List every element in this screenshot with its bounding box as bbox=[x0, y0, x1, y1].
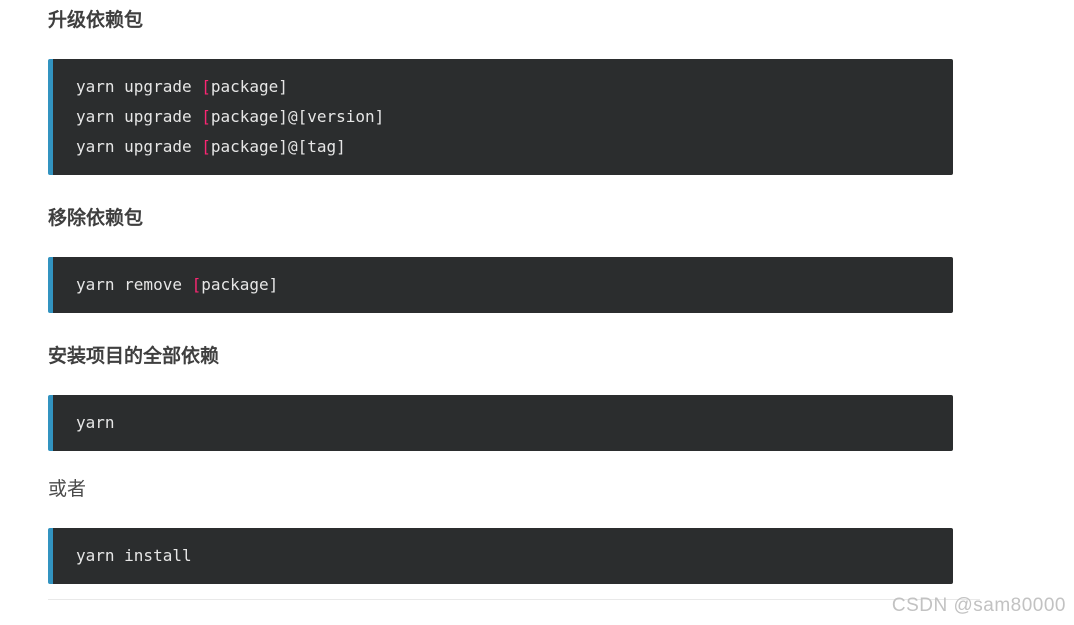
csdn-watermark: CSDN @sam80000 bbox=[891, 595, 1066, 616]
code-line: yarn upgrade [package]@[tag] bbox=[76, 132, 937, 162]
code-line: yarn bbox=[76, 408, 937, 438]
divider bbox=[48, 599, 980, 600]
code-segment: yarn upgrade bbox=[76, 107, 202, 126]
section-heading: 移除依赖包 bbox=[48, 208, 144, 229]
code-segment: package] bbox=[210, 77, 288, 96]
code-segment: yarn upgrade bbox=[76, 77, 202, 96]
code-segment: [ bbox=[191, 275, 202, 294]
section-heading: 安装项目的全部依赖 bbox=[48, 346, 220, 367]
code-segment: package]@[version] bbox=[210, 107, 385, 126]
code-segment: package]@[tag] bbox=[210, 137, 346, 156]
code-block: yarn upgrade [package]yarn upgrade [pack… bbox=[48, 59, 953, 175]
code-block: yarn remove [package] bbox=[48, 257, 953, 313]
code-segment: yarn upgrade bbox=[76, 137, 202, 156]
code-block: yarn install bbox=[48, 528, 953, 584]
code-segment: package] bbox=[201, 275, 279, 294]
code-line: yarn upgrade [package] bbox=[76, 72, 937, 102]
code-line: yarn upgrade [package]@[version] bbox=[76, 102, 937, 132]
code-segment: yarn bbox=[76, 413, 115, 432]
section-heading: 升级依赖包 bbox=[48, 10, 144, 31]
code-line: yarn install bbox=[76, 541, 937, 571]
code-segment: [ bbox=[201, 107, 211, 126]
code-segment: [ bbox=[201, 77, 211, 96]
code-segment: yarn remove bbox=[76, 275, 192, 294]
code-line: yarn remove [package] bbox=[76, 270, 937, 300]
code-block: yarn bbox=[48, 395, 953, 451]
paragraph: 或者 bbox=[48, 479, 87, 500]
code-segment: yarn install bbox=[76, 546, 192, 565]
code-segment: [ bbox=[201, 137, 211, 156]
